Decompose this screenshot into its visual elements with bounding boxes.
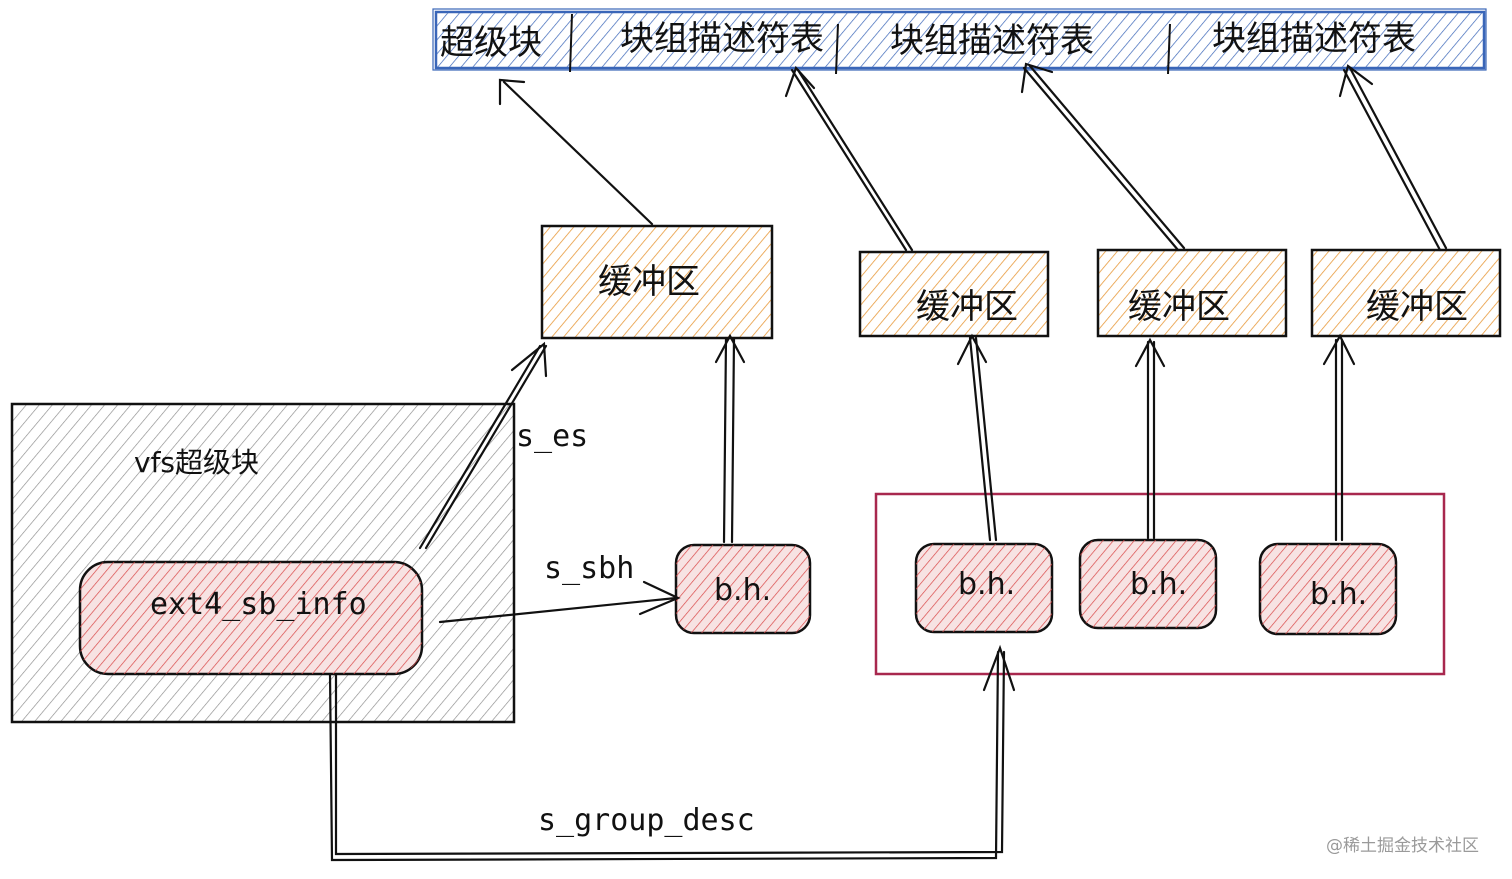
top-segment-gdt-3: 块组描述符表 bbox=[1212, 19, 1416, 59]
bh-label: b.h. bbox=[1130, 567, 1187, 602]
bh-label: b.h. bbox=[714, 573, 771, 608]
label-s-group-desc: s_group_desc bbox=[538, 803, 755, 838]
arrow-bh3-to-buffer4 bbox=[1322, 333, 1356, 542]
segment-divider bbox=[569, 13, 573, 73]
arrow-s-sbh bbox=[438, 580, 681, 624]
top-bar: 超级块 块组描述符表 块组描述符表 块组描述符表 bbox=[432, 8, 1487, 75]
arrow-buffer3-to-gdt bbox=[1020, 62, 1186, 252]
arrow-buffer2-to-gdt bbox=[784, 65, 914, 252]
buffer-3: 缓冲区 bbox=[1096, 248, 1288, 338]
vfs-title: vfs超级块 bbox=[134, 446, 259, 479]
buffer-label: 缓冲区 bbox=[916, 287, 1018, 327]
arrow-bh2-to-buffer3 bbox=[1134, 337, 1166, 540]
top-segment-gdt-1: 块组描述符表 bbox=[620, 19, 824, 59]
bh-label: b.h. bbox=[1310, 577, 1367, 612]
bh-node-1: b.h. bbox=[914, 542, 1054, 634]
bh-node-2: b.h. bbox=[1078, 538, 1218, 630]
bh-label: b.h. bbox=[958, 567, 1015, 602]
group-desc-frame bbox=[874, 492, 1446, 676]
arrow-buffer1-to-superblock bbox=[498, 78, 654, 226]
buffer-label: 缓冲区 bbox=[598, 262, 700, 302]
bh-node-3: b.h. bbox=[1258, 542, 1398, 636]
arrow-bh-to-buffer1 bbox=[714, 333, 746, 544]
buffer-4: 缓冲区 bbox=[1310, 248, 1502, 338]
bh-node-sbh: b.h. bbox=[674, 543, 812, 635]
arrow-s-es bbox=[418, 341, 548, 550]
segment-divider bbox=[835, 23, 839, 75]
arrow-buffer4-to-gdt bbox=[1338, 64, 1448, 252]
top-segment-superblock: 超级块 bbox=[440, 23, 542, 63]
buffer-2: 缓冲区 bbox=[858, 250, 1050, 338]
label-s-es: s_es bbox=[516, 419, 588, 454]
ext4-sb-info-label: ext4_sb_info bbox=[150, 587, 367, 622]
segment-divider bbox=[1167, 23, 1171, 75]
arrow-bh1-to-buffer2 bbox=[956, 333, 998, 542]
vfs-superblock: vfs超级块 ext4_sb_info bbox=[10, 402, 516, 724]
buffer-label: 缓冲区 bbox=[1128, 287, 1230, 327]
top-segment-gdt-2: 块组描述符表 bbox=[890, 21, 1094, 61]
buffer-1: 缓冲区 bbox=[540, 224, 774, 340]
watermark: @稀土掘金技术社区 bbox=[1326, 836, 1479, 856]
buffer-label: 缓冲区 bbox=[1366, 287, 1468, 327]
label-s-sbh: s_sbh bbox=[544, 551, 634, 586]
arrow-s-group-desc bbox=[328, 644, 1016, 862]
